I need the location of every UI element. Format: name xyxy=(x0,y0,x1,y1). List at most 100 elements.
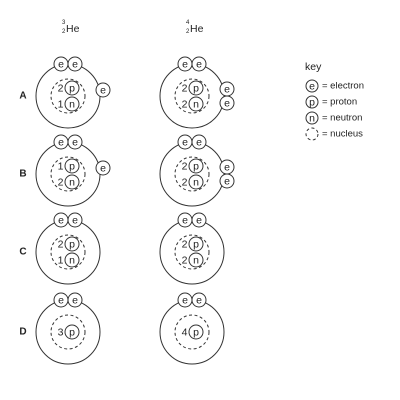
proton: p xyxy=(64,324,80,340)
electron: e xyxy=(219,159,235,175)
electron-shell xyxy=(159,141,225,207)
nucleus-boundary xyxy=(50,156,86,192)
electron-symbol: e xyxy=(182,137,188,149)
nucleus-boundary xyxy=(174,78,210,114)
electron-circle xyxy=(219,173,235,189)
row-label-A: A xyxy=(19,91,26,102)
proton-symbol: p xyxy=(69,327,75,339)
key-item: = nucleus xyxy=(305,127,363,141)
electron-circle xyxy=(67,134,83,150)
electron: e xyxy=(53,212,69,228)
electron-shell xyxy=(159,63,225,129)
row-label-B: B xyxy=(19,169,26,180)
proton-symbol: p xyxy=(69,239,75,251)
electron-symbol: e xyxy=(72,59,78,71)
electron-circle xyxy=(191,212,207,228)
particle-count: 1 xyxy=(58,99,64,111)
proton-symbol: p xyxy=(69,83,75,95)
key-description: = proton xyxy=(322,97,357,108)
key-particle-icon xyxy=(305,111,319,125)
key-symbol: n xyxy=(309,113,315,125)
electron-symbol: e xyxy=(224,176,230,188)
electron: e xyxy=(219,81,235,97)
electron: e xyxy=(191,56,207,72)
neutron-circle xyxy=(188,96,204,112)
electron-circle xyxy=(67,212,83,228)
neutron-circle xyxy=(188,174,204,190)
neutron-circle xyxy=(188,252,204,268)
electron-circle xyxy=(191,134,207,150)
electron-symbol: e xyxy=(58,137,64,149)
electron-symbol: e xyxy=(182,295,188,307)
nucleus-boundary xyxy=(50,314,86,350)
electron-symbol: e xyxy=(224,98,230,110)
electron: e xyxy=(53,56,69,72)
electron: e xyxy=(53,134,69,150)
electron-symbol: e xyxy=(58,215,64,227)
electron: e xyxy=(177,56,193,72)
proton: p xyxy=(188,324,204,340)
mass-number: 4 xyxy=(186,20,190,26)
neutron-symbol: n xyxy=(69,255,75,267)
electron-circle xyxy=(191,56,207,72)
particle-count: 2 xyxy=(182,239,188,251)
nucleus-boundary xyxy=(174,314,210,350)
electron: e xyxy=(219,173,235,189)
proton-circle xyxy=(64,236,80,252)
neutron: n xyxy=(64,252,80,268)
electron-symbol: e xyxy=(196,295,202,307)
electron-symbol: e xyxy=(58,59,64,71)
key-description: = neutron xyxy=(322,113,362,124)
neutron-symbol: n xyxy=(69,177,75,189)
particle-count: 2 xyxy=(182,83,188,95)
electron: e xyxy=(177,212,193,228)
particle-count: 2 xyxy=(58,239,64,251)
row-label-C: C xyxy=(19,247,26,258)
particle-count: 4 xyxy=(182,327,188,339)
electron-symbol: e xyxy=(224,162,230,174)
neutron-symbol: n xyxy=(193,255,199,267)
proton-symbol: p xyxy=(193,327,199,339)
neutron: n xyxy=(188,96,204,112)
electron-shell xyxy=(35,219,101,285)
proton: p xyxy=(188,80,204,96)
neutron-symbol: n xyxy=(193,99,199,111)
electron: e xyxy=(67,134,83,150)
electron-circle xyxy=(67,292,83,308)
proton-symbol: p xyxy=(193,239,199,251)
electron-shell xyxy=(159,219,225,285)
electron-circle xyxy=(219,95,235,111)
key-item: n = neutron xyxy=(305,111,362,125)
electron: e xyxy=(95,82,111,98)
electron-symbol: e xyxy=(72,295,78,307)
particle-count: 1 xyxy=(58,255,64,267)
electron: e xyxy=(67,212,83,228)
nucleus-boundary xyxy=(174,234,210,270)
electron-symbol: e xyxy=(196,215,202,227)
electron-symbol: e xyxy=(58,295,64,307)
electron-circle xyxy=(67,56,83,72)
proton-circle xyxy=(64,324,80,340)
atomic-number: 2 xyxy=(186,29,190,35)
row-label-D: D xyxy=(19,327,26,338)
particle-count: 2 xyxy=(182,177,188,189)
electron: e xyxy=(191,134,207,150)
proton: p xyxy=(188,236,204,252)
electron-circle xyxy=(95,160,111,176)
atomic-number: 2 xyxy=(62,29,66,35)
neutron-circle xyxy=(64,252,80,268)
proton-symbol: p xyxy=(193,161,199,173)
proton-circle xyxy=(188,324,204,340)
electron: e xyxy=(177,134,193,150)
neutron-symbol: n xyxy=(69,99,75,111)
electron-symbol: e xyxy=(196,59,202,71)
proton-circle xyxy=(188,80,204,96)
electron: e xyxy=(67,292,83,308)
element-symbol: He xyxy=(190,23,204,35)
